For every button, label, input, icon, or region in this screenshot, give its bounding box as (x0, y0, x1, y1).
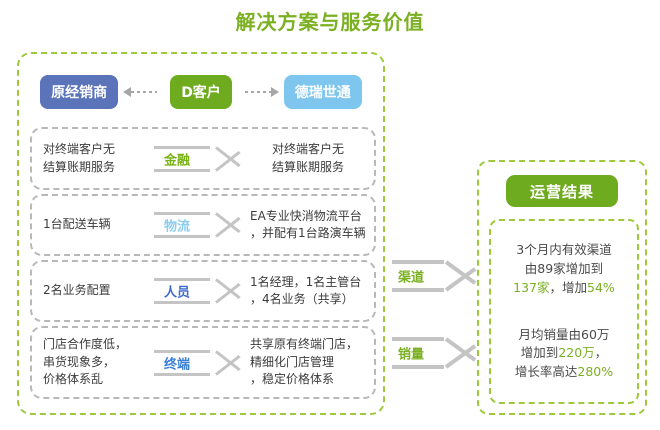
solution-panel: 原经销商 D客户 德瑞世通 对终端客户无结算账期服务 金 (17, 52, 385, 415)
arrow-head (270, 87, 279, 97)
arrow-tip (216, 341, 242, 385)
arrow-bar-bottom (154, 235, 210, 238)
arrow-bar-bottom (392, 288, 444, 292)
result-line-2-pre: 增加到 (520, 345, 559, 361)
result-line-2-post: ， (594, 345, 608, 361)
row-after-text: EA专业快消物流平台，并配有1台路演车辆 (250, 208, 366, 240)
result-line-1: 3个月内有效渠道 (516, 242, 612, 258)
result-body: 3个月内有效渠道 由89家增加到 137家，增加54% 月均销量由60万 增加到… (489, 219, 639, 404)
big-arrow-label-sales: 销量 (398, 347, 425, 363)
row-arrow: 物流 (152, 196, 248, 254)
arrow-bar-top (154, 212, 210, 215)
table-row: 1台配送车辆 物流 EA专业快消物流平台，并配有1台路演车辆 (30, 194, 376, 256)
result-line-3-mid: ，增加 (549, 279, 588, 295)
row-before-text: 2名业务配置 (43, 283, 111, 298)
arrow-bar-top (154, 349, 210, 353)
arrow-line (131, 91, 158, 93)
arrow-head (123, 87, 132, 97)
result-highlight-amount: 220万 (558, 345, 595, 361)
flow-box-deruishitong[interactable]: 德瑞世通 (283, 75, 362, 109)
big-chevron-arrow-sales-icon: 销量 (392, 327, 478, 379)
result-item-sales: 月均销量由60万 增加到220万， 增长率高达280% (511, 326, 617, 382)
result-item-channel: 3个月内有效渠道 由89家增加到 137家，增加54% (509, 241, 619, 297)
arrow-bar-top (154, 278, 210, 281)
result-highlight-percent: 54% (587, 279, 615, 295)
row-tag-personnel: 人员 (164, 285, 191, 301)
result-highlight-count: 137家 (513, 279, 550, 295)
table-row: 对终端客户无结算账期服务 金融 对终端客户无结算账期服务 (30, 127, 376, 190)
result-line-1: 月均销量由60万 (518, 326, 610, 342)
row-tag-finance: 金融 (164, 153, 191, 168)
arrow-bar-bottom (154, 372, 210, 376)
row-after-text: 共享原有终端门店，精细化门店管理，稳定价格体系 (250, 337, 359, 387)
flow-box-label: 德瑞世通 (294, 85, 351, 101)
big-arrow-label-channel: 渠道 (398, 270, 425, 286)
flow-box-original-distributor[interactable]: 原经销商 (40, 75, 119, 109)
flow-row: 原经销商 D客户 德瑞世通 (19, 68, 383, 116)
row-before-text: 对终端客户无结算账期服务 (43, 142, 116, 174)
row-before-text: 门店合作度低，串货现象多，价格体系乱 (43, 337, 128, 387)
table-row: 2名业务配置 人员 1名经理，1名主管台，4名业务（共享） (30, 260, 376, 322)
row-after-text: 对终端客户无结算账期服务 (271, 142, 344, 174)
arrow-bar-bottom (154, 168, 210, 172)
result-line-3-pre: 增长率高达 (514, 364, 578, 380)
operation-result-panel: 运营结果 3个月内有效渠道 由89家增加到 137家，增加54% 月均销量由60… (477, 160, 647, 415)
arrow-tip (446, 250, 476, 302)
result-highlight-growth: 280% (577, 364, 614, 380)
row-arrow: 终端 (152, 328, 248, 397)
chevron-arrow-icon: 物流 (154, 203, 246, 247)
arrow-tip (446, 327, 476, 379)
flow-box-label: D客户 (181, 85, 221, 101)
page-title: 解决方案与服务价值 (235, 10, 425, 34)
arrow-tip (216, 269, 242, 313)
arrow-line (244, 91, 271, 93)
row-tag-terminal: 终端 (164, 357, 191, 372)
row-after-text: 1名经理，1名主管台，4名业务（共享） (250, 274, 362, 306)
arrow-tip (216, 203, 242, 247)
arrow-bar-bottom (392, 365, 444, 369)
dotted-arrow-right-icon (237, 86, 279, 98)
big-chevron-arrow-channel-icon: 渠道 (392, 250, 478, 302)
chevron-arrow-icon: 终端 (154, 341, 246, 385)
result-line-2: 由89家增加到 (524, 260, 604, 276)
row-arrow: 人员 (152, 262, 248, 320)
arrow-bar-top (392, 337, 444, 341)
result-header-badge: 运营结果 (506, 175, 618, 207)
arrow-tip (216, 137, 242, 181)
chevron-arrow-icon: 金融 (154, 137, 246, 181)
arrow-bar-top (392, 260, 444, 264)
row-arrow: 金融 (152, 129, 248, 188)
arrow-bar-bottom (154, 301, 210, 304)
result-header-label: 运营结果 (529, 182, 594, 201)
row-before-text: 1台配送车辆 (43, 217, 111, 232)
dotted-arrow-left-icon (123, 86, 165, 98)
arrow-bar-top (154, 145, 210, 149)
row-tag-logistics: 物流 (164, 219, 191, 235)
flow-box-label: 原经销商 (51, 85, 108, 101)
table-row: 门店合作度低，串货现象多，价格体系乱 终端 共享原有终端门店，精细化门店管理，稳… (30, 326, 376, 399)
chevron-arrow-icon: 人员 (154, 269, 246, 313)
flow-box-d-customer[interactable]: D客户 (170, 75, 232, 109)
comparison-rows: 对终端客户无结算账期服务 金融 对终端客户无结算账期服务 1台配送车辆 物流 (30, 127, 376, 403)
